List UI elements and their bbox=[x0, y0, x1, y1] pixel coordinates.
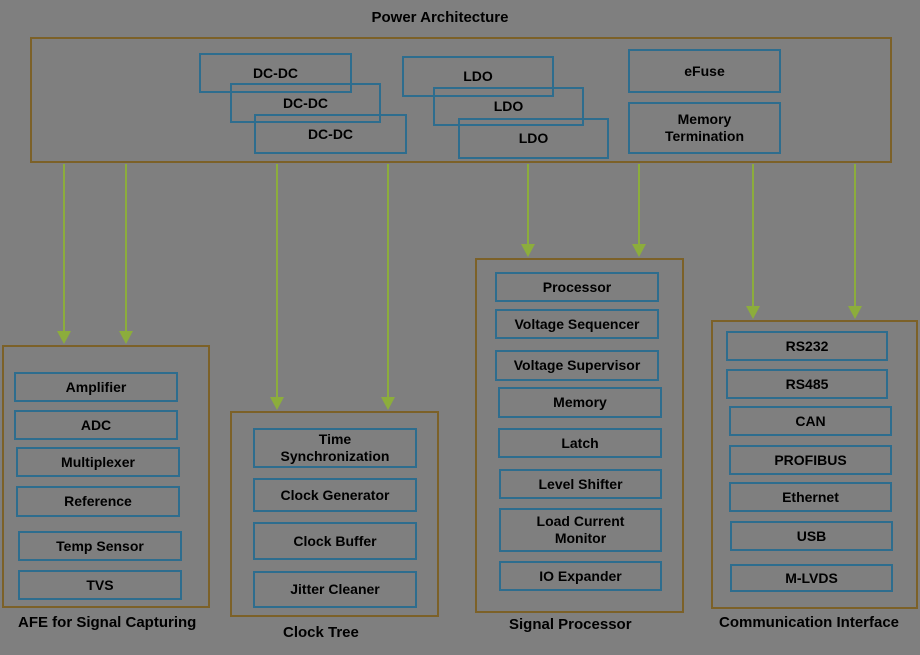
block-voltage-supervisor: Voltage Supervisor bbox=[495, 350, 659, 381]
block-ldo-3: LDO bbox=[458, 118, 609, 159]
arrow-head bbox=[632, 244, 646, 257]
block-rs232: RS232 bbox=[726, 331, 888, 361]
block-memory-termination: Memory Termination bbox=[628, 102, 781, 154]
arrow-shaft bbox=[752, 164, 754, 308]
block-amplifier: Amplifier bbox=[14, 372, 178, 402]
block-clock-generator: Clock Generator bbox=[253, 478, 417, 512]
arrow-down-icon bbox=[631, 164, 647, 257]
block-latch: Latch bbox=[498, 428, 662, 458]
block-dc-dc-2: DC-DC bbox=[230, 83, 381, 123]
block-ldo-2: LDO bbox=[433, 87, 584, 126]
arrow-shaft bbox=[638, 164, 640, 246]
arrow-shaft bbox=[125, 164, 127, 333]
arrow-head bbox=[119, 331, 133, 344]
block-temp-sensor: Temp Sensor bbox=[18, 531, 182, 561]
block-tvs: TVS bbox=[18, 570, 182, 600]
block-profibus: PROFIBUS bbox=[729, 445, 892, 475]
afe-signal-capturing-box bbox=[2, 345, 210, 608]
arrow-head bbox=[746, 306, 760, 319]
block-can: CAN bbox=[729, 406, 892, 436]
block-dc-dc-3: DC-DC bbox=[254, 114, 407, 154]
block-processor: Processor bbox=[495, 272, 659, 302]
block-dc-dc-1: DC-DC bbox=[199, 53, 352, 93]
arrow-head bbox=[381, 397, 395, 410]
arrow-down-icon bbox=[269, 164, 285, 410]
block-io-expander: IO Expander bbox=[499, 561, 662, 591]
arrow-shaft bbox=[854, 164, 856, 308]
block-memory: Memory bbox=[498, 387, 662, 418]
block-ldo-1: LDO bbox=[402, 56, 554, 97]
arrow-head bbox=[270, 397, 284, 410]
arrow-down-icon bbox=[118, 164, 134, 344]
block-voltage-sequencer: Voltage Sequencer bbox=[495, 309, 659, 339]
block-m-lvds: M-LVDS bbox=[730, 564, 893, 592]
arrow-shaft bbox=[387, 164, 389, 399]
arrow-shaft bbox=[527, 164, 529, 246]
arrow-shaft bbox=[276, 164, 278, 399]
block-adc: ADC bbox=[14, 410, 178, 440]
arrow-head bbox=[57, 331, 71, 344]
block-clock-buffer: Clock Buffer bbox=[253, 522, 417, 560]
communication-interface-box bbox=[711, 320, 918, 609]
arrow-down-icon bbox=[745, 164, 761, 319]
arrow-down-icon bbox=[847, 164, 863, 319]
block-level-shifter: Level Shifter bbox=[499, 469, 662, 499]
arrow-head bbox=[521, 244, 535, 257]
clock-tree-label: Clock Tree bbox=[283, 624, 359, 641]
block-usb: USB bbox=[730, 521, 893, 551]
signal-processor-box bbox=[475, 258, 684, 613]
block-rs485: RS485 bbox=[726, 369, 888, 399]
block-jitter-cleaner: Jitter Cleaner bbox=[253, 571, 417, 608]
arrow-shaft bbox=[63, 164, 65, 333]
block-reference: Reference bbox=[16, 486, 180, 517]
block-multiplexer: Multiplexer bbox=[16, 447, 180, 477]
arrow-down-icon bbox=[380, 164, 396, 410]
communication-interface-label: Communication Interface bbox=[719, 614, 900, 631]
arrow-down-icon bbox=[56, 164, 72, 344]
power-architecture-box bbox=[30, 37, 892, 163]
arrow-head bbox=[848, 306, 862, 319]
arrow-down-icon bbox=[520, 164, 536, 257]
clock-tree-box bbox=[230, 411, 439, 617]
diagram-title: Power Architecture bbox=[371, 9, 509, 26]
block-efuse: eFuse bbox=[628, 49, 781, 93]
block-load-current-monitor: Load Current Monitor bbox=[499, 508, 662, 552]
afe-signal-capturing-label: AFE for Signal Capturing bbox=[18, 614, 197, 631]
block-time-synchronization: Time Synchronization bbox=[253, 428, 417, 468]
signal-processor-label: Signal Processor bbox=[509, 616, 632, 633]
block-ethernet: Ethernet bbox=[729, 482, 892, 512]
